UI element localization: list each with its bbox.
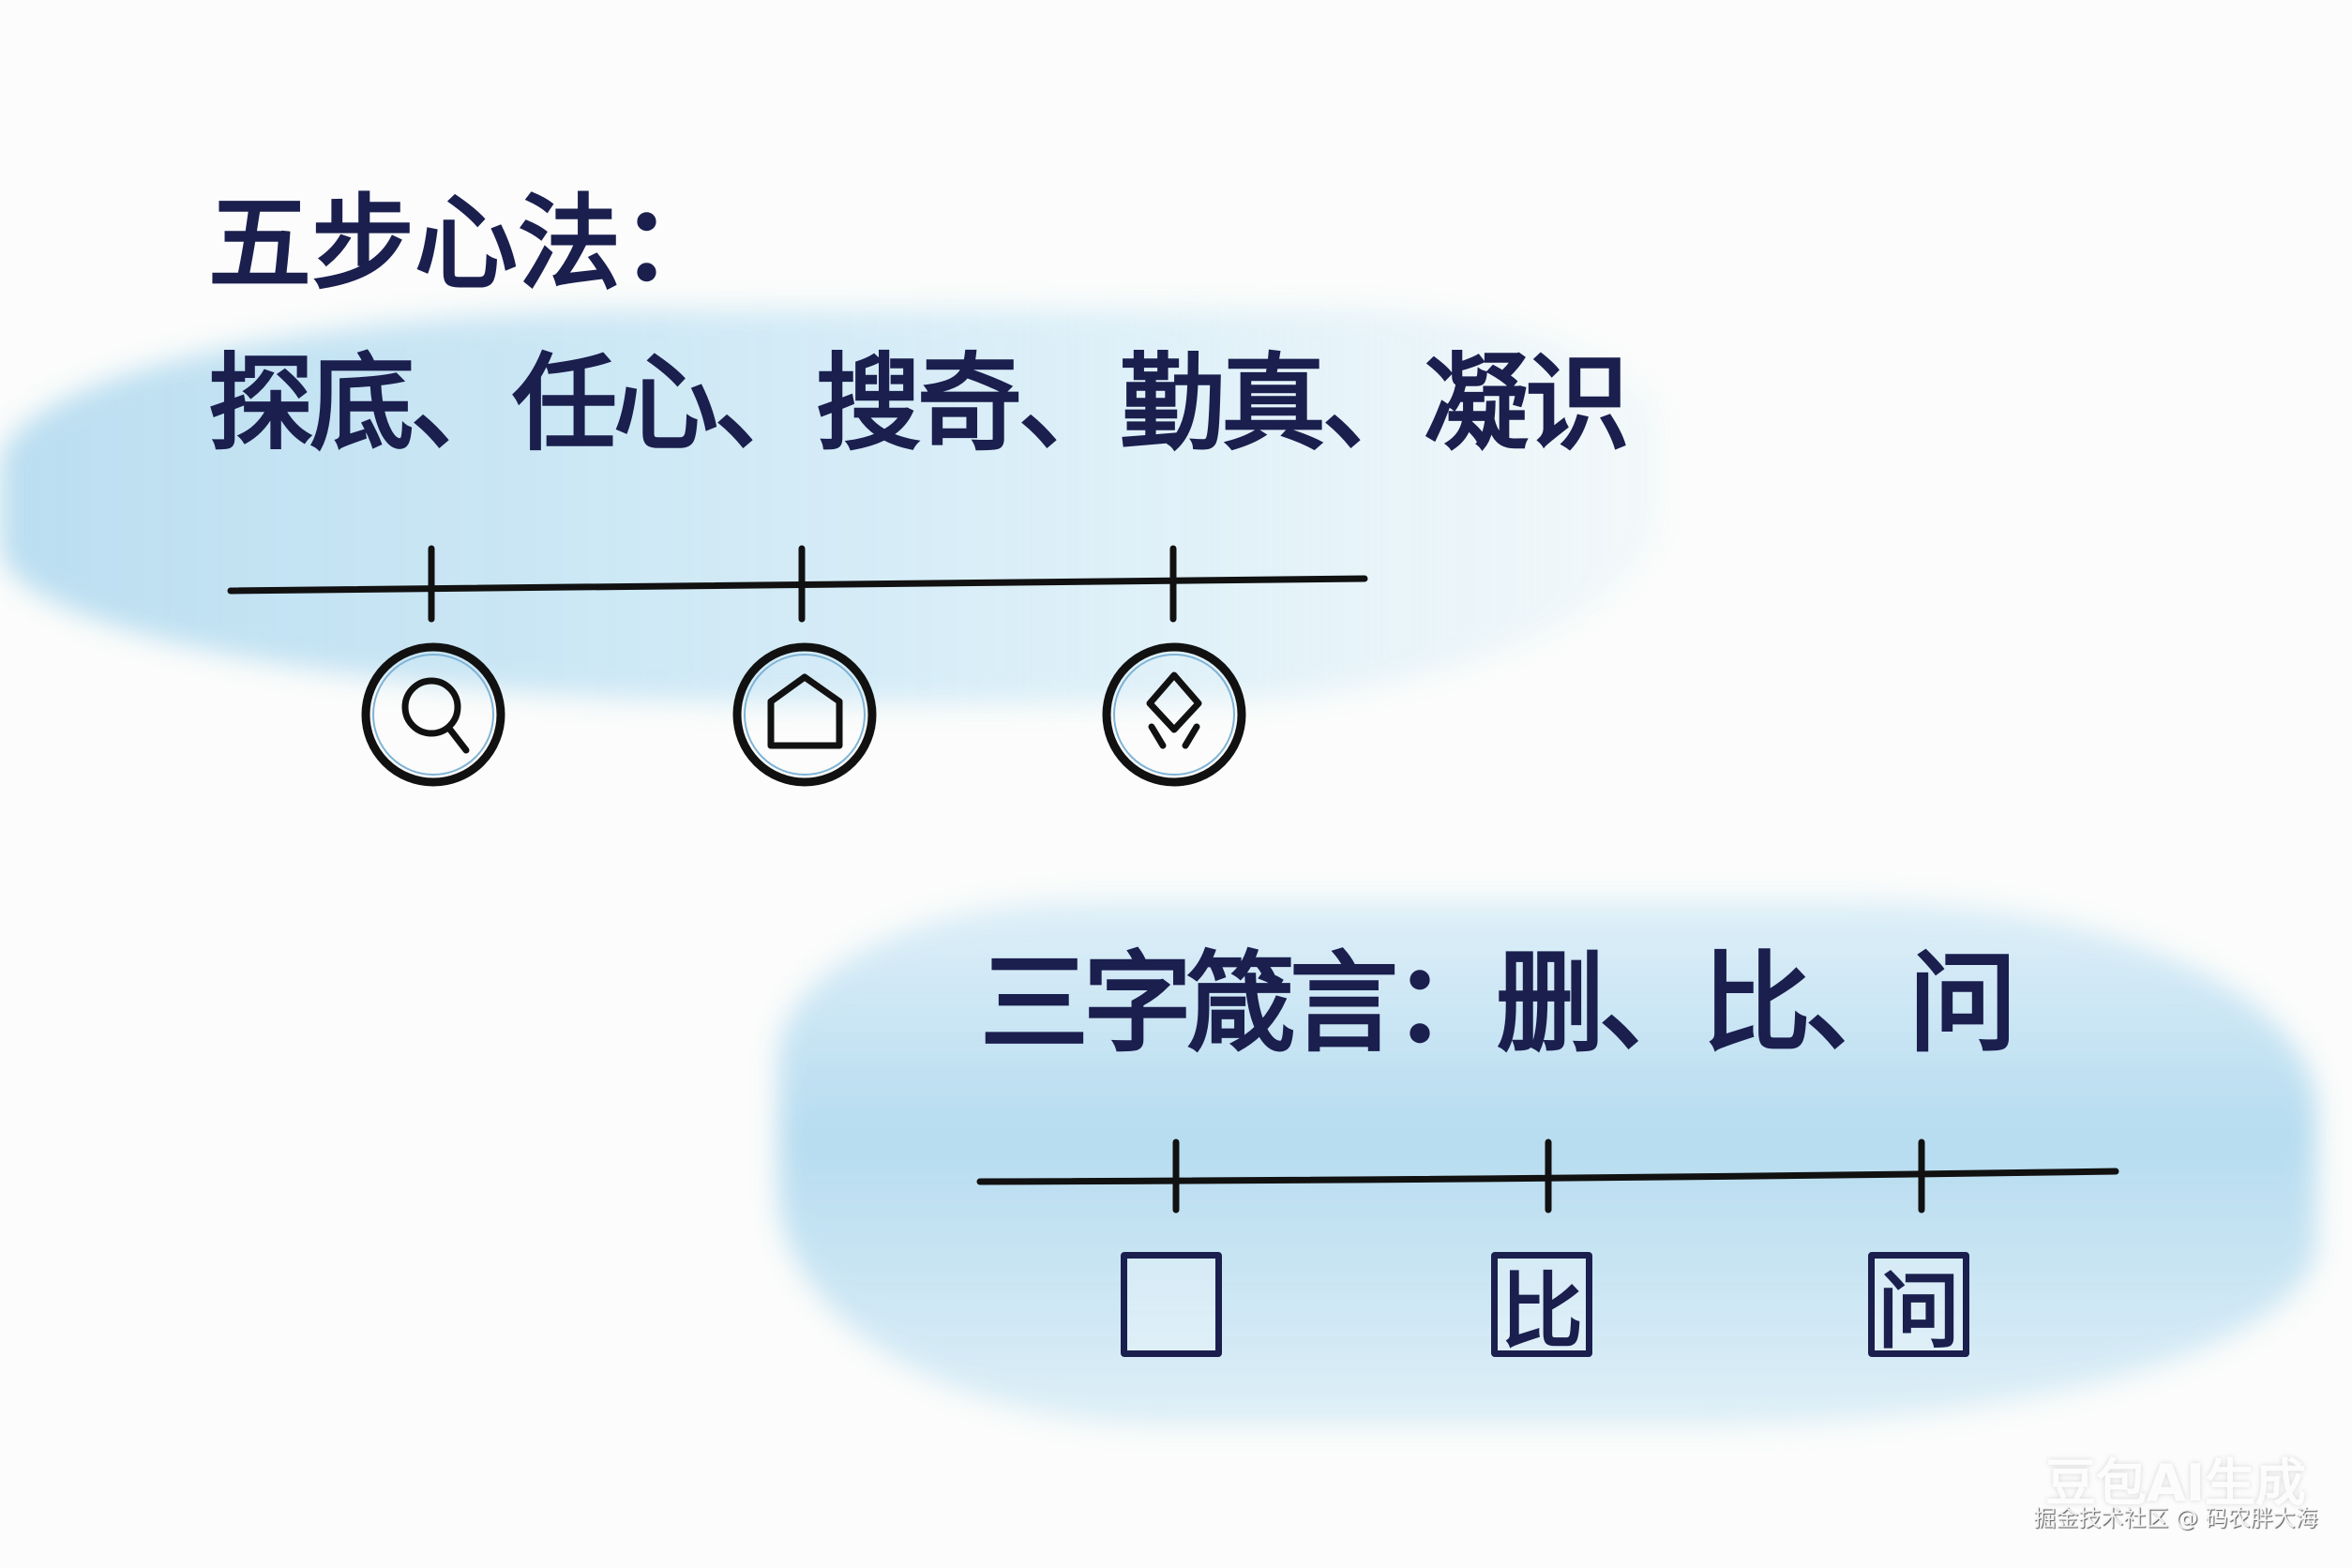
watermark-sub: 掘金技术社区 @ 码农胖大海 bbox=[2033, 1505, 2318, 1531]
watermark: 豆包AI生成 掘金技术社区 @ 码农胖大海 bbox=[2016, 1458, 2335, 1532]
section1-steps: 探底、任心、搜奇、勤真、凝识 bbox=[208, 342, 1630, 465]
diamond-icon bbox=[1102, 642, 1246, 787]
house-icon bbox=[732, 642, 877, 787]
box-delete bbox=[1121, 1252, 1222, 1357]
timeline-1-line bbox=[227, 575, 1368, 595]
watercolor-wash-top bbox=[0, 309, 1660, 703]
search-icon bbox=[361, 642, 505, 787]
box-compare: 比 bbox=[1491, 1252, 1592, 1360]
section1-title: 五步心法： bbox=[208, 183, 724, 304]
section2-title: 三字箴言：删、比、问 bbox=[980, 940, 2017, 1067]
box-ask: 问 bbox=[1868, 1252, 1969, 1360]
watermark-main: 豆包AI生成 bbox=[2045, 1454, 2306, 1513]
